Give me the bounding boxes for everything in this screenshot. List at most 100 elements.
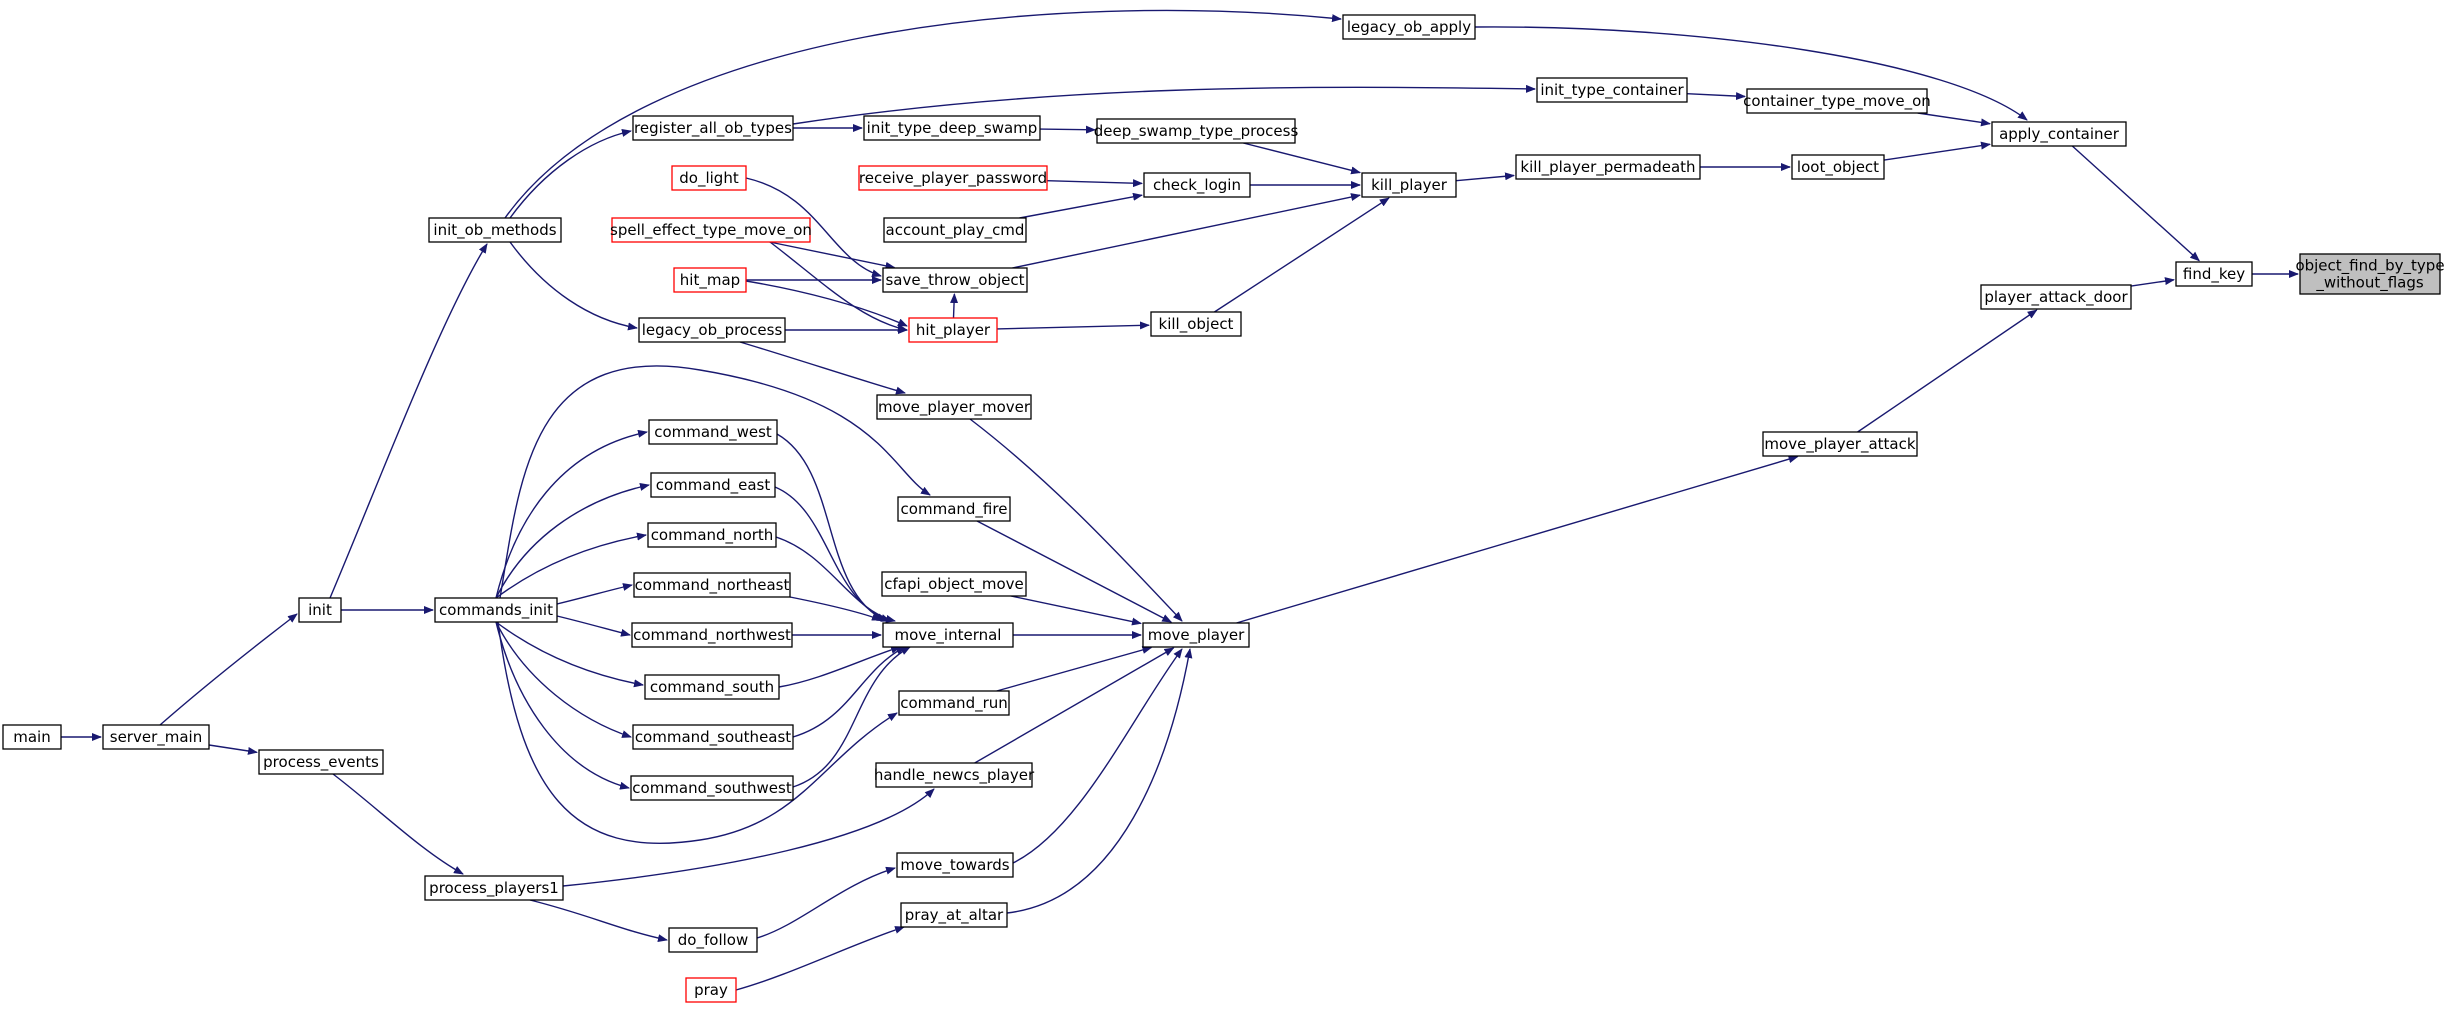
node-label: do_follow (678, 931, 748, 950)
node-label: player_attack_door (1984, 288, 2128, 307)
node-hit_player[interactable]: hit_player (908, 317, 998, 343)
node-init[interactable]: init (298, 597, 342, 623)
node-server_main[interactable]: server_main (102, 724, 210, 750)
node-init_type_deep_swamp[interactable]: init_type_deep_swamp (863, 115, 1041, 141)
node-box (673, 267, 747, 293)
node-account_play_cmd[interactable]: account_play_cmd (883, 217, 1027, 243)
node-receive_player_password[interactable]: receive_player_password (858, 165, 1048, 191)
node-kill_player_permadeath[interactable]: kill_player_permadeath (1515, 154, 1701, 180)
node-box (882, 267, 1028, 293)
node-container_type_move_on[interactable]: container_type_move_on (1743, 88, 1931, 114)
edge-server_main-to-process_events (208, 744, 258, 755)
node-label: save_throw_object (885, 271, 1024, 290)
node-box (2175, 261, 2253, 287)
node-box (876, 394, 1032, 420)
node-find_key[interactable]: find_key (2175, 261, 2253, 287)
node-command_west[interactable]: command_west (648, 419, 778, 445)
edge-apply_container-to-find_key (2071, 145, 2200, 262)
node-label: commands_init (439, 601, 553, 620)
node-box (298, 597, 342, 623)
node-commands_init[interactable]: commands_init (434, 597, 558, 623)
node-do_follow[interactable]: do_follow (668, 927, 758, 953)
edge-spell_effect_type_move_on-to-hit_player (769, 241, 908, 333)
node-loot_object[interactable]: loot_object (1791, 154, 1885, 180)
node-box (896, 852, 1014, 878)
edge-commands_init-to-command_fire (499, 365, 931, 599)
node-command_fire[interactable]: command_fire (897, 496, 1011, 522)
node-kill_player[interactable]: kill_player (1361, 172, 1457, 198)
node-move_internal[interactable]: move_internal (882, 622, 1014, 648)
node-spell_effect_type_move_on[interactable]: spell_effect_type_move_on (610, 217, 812, 243)
node-box (434, 597, 558, 623)
node-label: process_events (263, 753, 379, 772)
node-box (1342, 14, 1476, 40)
node-process_players1[interactable]: process_players1 (424, 875, 564, 901)
node-box (648, 419, 778, 445)
edge-init_ob_methods-to-legacy_ob_process (509, 241, 638, 331)
node-deep_swamp_type_process[interactable]: deep_swamp_type_process (1094, 118, 1299, 144)
node-init_type_container[interactable]: init_type_container (1536, 77, 1688, 103)
node-command_southwest[interactable]: command_southwest (630, 775, 794, 801)
edge-move_player_mover-to-move_player (969, 418, 1183, 622)
node-command_south[interactable]: command_south (644, 674, 780, 700)
node-label: init (308, 601, 332, 619)
node-handle_newcs_player[interactable]: handle_newcs_player (874, 762, 1035, 788)
node-init_ob_methods[interactable]: init_ob_methods (428, 217, 562, 243)
node-player_attack_door[interactable]: player_attack_door (1980, 284, 2132, 310)
node-box (2, 724, 62, 750)
node-box (631, 622, 793, 648)
node-check_login[interactable]: check_login (1143, 172, 1251, 198)
edge-command_west-to-move_internal (776, 433, 887, 622)
edge-move_towards-to-move_player (1012, 648, 1183, 864)
edge-layer (61, 9, 2299, 991)
node-legacy_ob_process[interactable]: legacy_ob_process (638, 317, 786, 343)
node-label: command_southeast (635, 728, 791, 747)
edge-loot_object-to-apply_container (1883, 141, 1991, 161)
edge-do_follow-to-move_towards (756, 866, 896, 939)
node-command_run[interactable]: command_run (898, 690, 1010, 716)
node-do_light[interactable]: do_light (671, 165, 747, 191)
node-target[interactable]: object_find_by_type_without_flags (2295, 253, 2445, 295)
node-hit_map[interactable]: hit_map (673, 267, 747, 293)
node-legacy_ob_apply[interactable]: legacy_ob_apply (1342, 14, 1476, 40)
edge-spell_effect_type_move_on-to-save_throw_object (769, 241, 896, 270)
node-label: receive_player_password (859, 169, 1047, 188)
edge-kill_object-to-kill_player (1214, 197, 1390, 313)
node-process_events[interactable]: process_events (258, 749, 384, 775)
node-box (881, 571, 1027, 597)
node-command_northwest[interactable]: command_northwest (631, 622, 793, 648)
node-register_all_ob_types[interactable]: register_all_ob_types (632, 115, 794, 141)
node-box (644, 674, 780, 700)
edge-legacy_ob_apply-to-apply_container (1474, 26, 2028, 121)
edge-command_southeast-to-move_internal (792, 646, 906, 738)
node-box (1515, 154, 1701, 180)
edge-command_southwest-to-move_internal (792, 646, 911, 788)
node-command_southeast[interactable]: command_southeast (632, 724, 794, 750)
node-command_north[interactable]: command_north (647, 522, 777, 548)
node-pray[interactable]: pray (685, 977, 737, 1003)
node-label: check_login (1153, 176, 1241, 195)
node-label: object_find_by_type (2295, 257, 2444, 276)
node-pray_at_altar[interactable]: pray_at_altar (900, 902, 1008, 928)
node-move_player[interactable]: move_player (1142, 622, 1250, 648)
node-command_northeast[interactable]: command_northeast (633, 572, 791, 598)
node-command_east[interactable]: command_east (650, 472, 776, 498)
node-label: main (13, 728, 50, 746)
node-box (1746, 88, 1928, 114)
node-move_player_mover[interactable]: move_player_mover (876, 394, 1032, 420)
node-box (1150, 311, 1242, 337)
node-kill_object[interactable]: kill_object (1150, 311, 1242, 337)
node-save_throw_object[interactable]: save_throw_object (882, 267, 1028, 293)
node-move_player_attack[interactable]: move_player_attack (1762, 431, 1918, 457)
edge-process_events-to-process_players1 (332, 773, 464, 875)
node-label: legacy_ob_process (642, 321, 783, 340)
node-apply_container[interactable]: apply_container (1991, 121, 2127, 147)
node-cfapi_object_move[interactable]: cfapi_object_move (881, 571, 1027, 597)
node-move_towards[interactable]: move_towards (896, 852, 1014, 878)
node-main[interactable]: main (2, 724, 62, 750)
node-box (1791, 154, 1885, 180)
node-label: hit_map (680, 271, 740, 290)
node-label: handle_newcs_player (874, 766, 1035, 785)
edge-commands_init-to-command_northwest (556, 615, 631, 637)
